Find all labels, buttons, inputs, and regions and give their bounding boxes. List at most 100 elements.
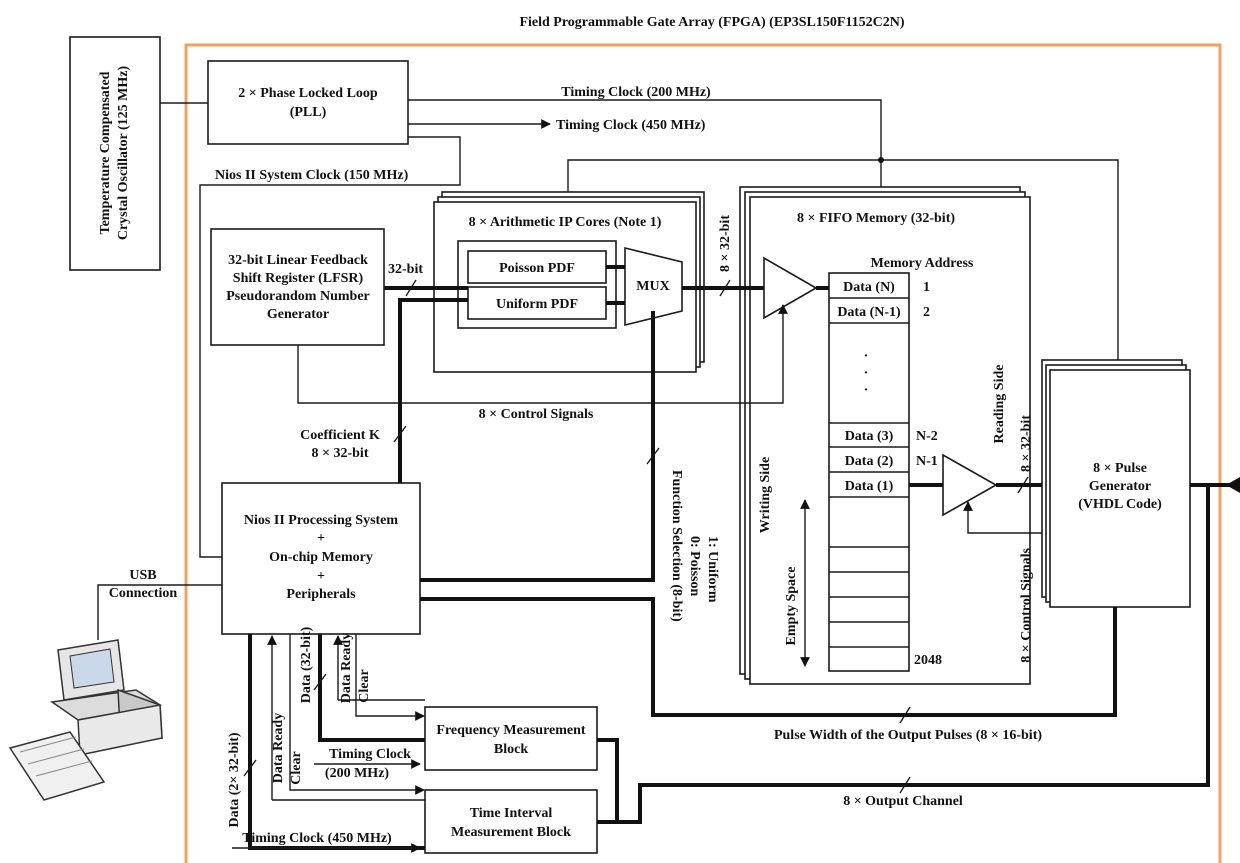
oscillator-line1: Temperature Compensated	[98, 71, 113, 234]
function-select-line1: Function Selection (8-bit)	[669, 470, 684, 622]
time-interval-block	[424, 789, 598, 854]
mem-row-data: Data (N)	[843, 280, 895, 295]
empty-space-label: Empty Space	[784, 567, 799, 646]
mem-row-data: Data (3)	[845, 429, 894, 444]
pulse-width-slash	[899, 706, 911, 724]
coefficient-slash	[393, 425, 407, 443]
freq-clock-label: Timing Clock	[329, 747, 411, 762]
pll-line2: (PLL)	[290, 105, 327, 120]
nios-box	[221, 482, 421, 635]
uniform-pdf-label: Uniform PDF	[496, 297, 578, 312]
lfsr-box	[210, 228, 385, 346]
control-signals-label: 8 × Control Signals	[479, 407, 594, 422]
mem-ellipsis-dot: ·	[864, 366, 869, 381]
timing200-label: Timing Clock (200 MHz)	[561, 85, 711, 100]
usb-line2: Connection	[109, 586, 178, 601]
freq-data-label: Data (32-bit)	[299, 626, 314, 703]
pulse-line2: Generator	[1089, 479, 1151, 494]
arith-title: 8 × Arithmetic IP Cores (Note 1)	[469, 215, 662, 230]
time-clear-label: Clear	[289, 751, 304, 784]
oscillator-box	[69, 36, 161, 271]
mem-row-addr: 2	[923, 305, 930, 320]
pulse-width-label: Pulse Width of the Output Pulses (8 × 16…	[774, 728, 1042, 743]
freq-clear-line	[355, 634, 413, 717]
lfsr-bus-label: 32-bit	[388, 262, 423, 277]
pulse-output-arrow	[1226, 477, 1240, 493]
mem-row-addr: N-1	[916, 454, 938, 469]
freq-clock-mhz: (200 MHz)	[325, 766, 389, 781]
mem-row-data: Data (2)	[845, 454, 894, 469]
reading-side-label: Reading Side	[992, 365, 1007, 444]
data-2x32-slash	[243, 759, 257, 777]
nios-line1: Nios II Processing System	[244, 513, 398, 528]
function-select-slash	[646, 447, 660, 465]
pll-line1: 2 × Phase Locked Loop	[238, 86, 378, 101]
pulse-line1: 8 × Pulse	[1093, 461, 1147, 476]
data-2x32-label: Data (2× 32-bit)	[227, 732, 242, 827]
output-channel-label: 8 × Output Channel	[843, 794, 963, 809]
control-signals-line	[297, 304, 788, 404]
function-select-line3: 1: Uniform	[705, 536, 720, 603]
read-control-label: 8 × Control Signals	[1019, 547, 1034, 662]
function-select-line2: 0: Poisson	[687, 536, 702, 597]
coefficient-line2: 8 × 32-bit	[312, 446, 369, 461]
pulse-width-bus	[420, 597, 1117, 717]
mem-ellipsis-dot: ·	[864, 383, 869, 398]
write-buffer	[763, 256, 818, 320]
pulse-generator-box	[1049, 369, 1191, 608]
mem-row-addr: 1	[923, 280, 930, 295]
read-bus-slash	[1017, 476, 1029, 494]
freq-data-bus	[318, 634, 425, 742]
fpga-boundary	[184, 43, 1222, 863]
time-block-line2: Measurement Block	[451, 825, 571, 840]
usb-line	[97, 584, 222, 640]
timing450-label: Timing Clock (450 MHz)	[556, 118, 706, 133]
clock-junction	[878, 157, 884, 163]
time-data-ready-label: Data Ready	[271, 713, 286, 783]
diagram-title: Field Programmable Gate Array (FPGA) (EP…	[519, 15, 904, 30]
frequency-block-line1: Frequency Measurement	[436, 723, 586, 738]
freq-out-bus	[597, 738, 619, 822]
mem-row-addr: N-2	[916, 429, 938, 444]
function-select-bus	[420, 311, 655, 582]
freq-data-ready-label: Data Ready	[339, 633, 354, 703]
mux-bus-slash	[719, 279, 731, 297]
read-control-line	[963, 501, 1048, 534]
frequency-block	[424, 706, 598, 771]
time-block-line1: Time Interval	[470, 806, 553, 821]
clock-distribution-line	[567, 159, 1119, 363]
timing200-line	[408, 99, 882, 197]
mux-shape	[624, 246, 683, 327]
lfsr-line3: Pseudorandom Number	[226, 289, 370, 304]
oscillator-line2: Crystal Oscillator (125 MHz)	[116, 66, 131, 241]
nios-line3: Peripherals	[286, 587, 356, 602]
nios-clock-line	[199, 136, 461, 558]
pll-box	[207, 60, 409, 145]
lfsr-line4: Generator	[267, 307, 329, 322]
frequency-block-line2: Block	[494, 742, 528, 757]
freq-clear-label: Clear	[357, 669, 372, 702]
output-channel-bus	[597, 485, 1210, 824]
memory-address-label: Memory Address	[871, 256, 974, 271]
nios-plus: +	[317, 569, 325, 584]
writing-side-label: Writing Side	[758, 457, 773, 533]
usb-line1: USB	[129, 568, 156, 583]
pulse-line3: (VHDL Code)	[1078, 497, 1162, 512]
poisson-pdf-box	[467, 250, 607, 284]
lfsr-line2: Shift Register (LFSR)	[233, 271, 364, 286]
nios-plus: +	[317, 531, 325, 546]
read-bus-label: 8 × 32-bit	[1019, 415, 1034, 472]
mem-row-data: Data (N-1)	[837, 305, 901, 320]
output-channel-slash	[899, 776, 911, 794]
freq-data-slash	[313, 673, 327, 691]
mem-ellipsis-dot: ·	[864, 349, 869, 364]
lfsr-line1: 32-bit Linear Feedback	[228, 253, 368, 268]
time-clock-label: Timing Clock (450 MHz)	[242, 831, 392, 846]
read-buffer	[942, 453, 998, 517]
lfsr-bus-slash	[405, 279, 417, 297]
time-clear-line	[289, 634, 413, 791]
coefficient-line1: Coefficient K	[300, 428, 380, 443]
computer-icon	[8, 639, 163, 801]
mem-row-data: Data (1)	[845, 479, 894, 494]
